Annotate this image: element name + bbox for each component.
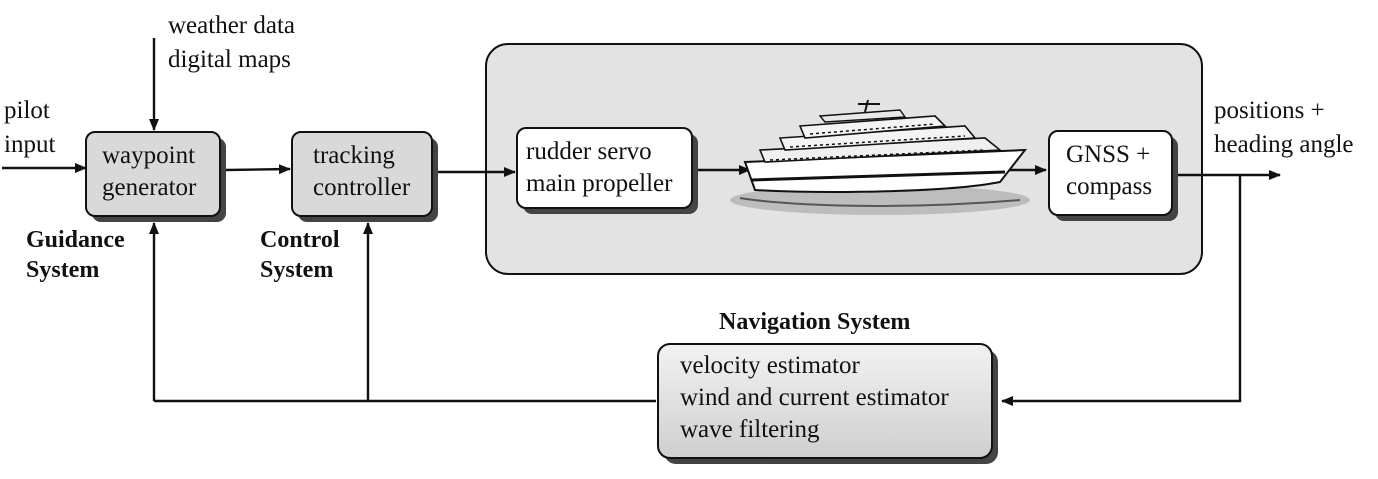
positions-label: positions + [1214, 97, 1325, 124]
tracking-controller-block: tracking controller [291, 131, 438, 222]
waypoint-label: waypoint [102, 142, 195, 169]
navigation-system-block: velocity estimator wind and current esti… [657, 343, 998, 464]
wave-filtering-label: wave filtering [680, 416, 820, 443]
actuator-block: rudder servo main propeller [516, 127, 698, 214]
digital-maps-label: digital maps [168, 46, 291, 73]
pilot-input-label-1: pilot [4, 97, 50, 124]
feedback-to-navigation-line [1001, 175, 1242, 406]
velocity-estimator-label: velocity estimator [680, 352, 860, 379]
main-propeller-label: main propeller [526, 170, 673, 197]
cruise-ship-icon [730, 99, 1030, 215]
gnss-compass-block: GNSS + compass [1048, 130, 1178, 221]
rudder-servo-label: rudder servo [526, 138, 652, 165]
wind-current-estimator-label: wind and current estimator [680, 384, 949, 411]
controller-label: controller [313, 174, 411, 201]
control-system-label: System [260, 257, 333, 283]
tracking-label: tracking [313, 142, 395, 169]
compass-label: compass [1066, 173, 1152, 200]
pilot-input-label-2: input [4, 131, 55, 158]
guidance-system-label: System [26, 257, 99, 283]
waypoint-generator-block: waypoint generator [85, 131, 226, 222]
waypoint-to-tracking-arrow [225, 164, 291, 175]
heading-angle-label: heading angle [1214, 131, 1354, 158]
guidance-label: Guidance [26, 227, 125, 253]
weather-data-label: weather data [168, 12, 295, 39]
gnss-label: GNSS + [1066, 141, 1150, 168]
navigation-system-label: Navigation System [719, 309, 910, 335]
control-label: Control [260, 227, 340, 253]
generator-label: generator [102, 174, 197, 201]
